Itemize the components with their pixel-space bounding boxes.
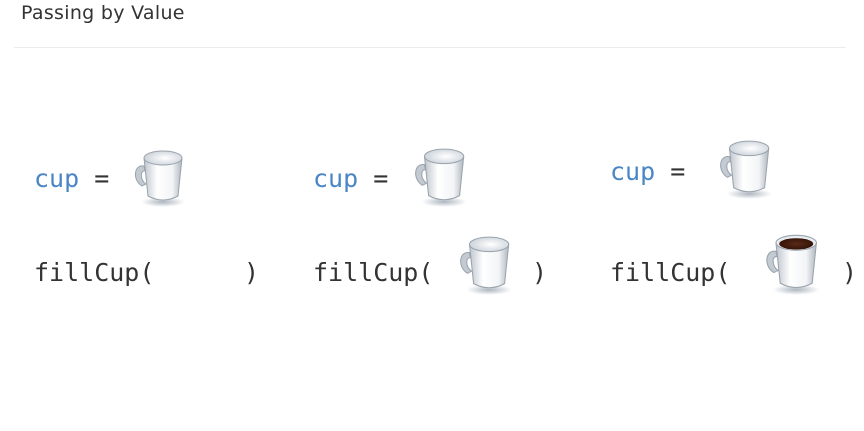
call-line-1: fillCup( [34,258,154,288]
function-name: fillCup( [610,258,731,287]
assign-operator: = [94,164,110,193]
page-title: Passing by Value [21,2,185,24]
variable-name: cup [313,164,359,193]
assignment-line-2: cup = [313,164,388,194]
full-coffee-cup-icon [766,234,820,295]
assignment-line-3: cup = [610,157,685,187]
close-paren-2: ) [532,258,548,287]
assignment-line-1: cup = [34,164,109,194]
empty-cup-icon [135,150,185,207]
close-paren-1: ) [244,258,260,287]
call-line-3: fillCup( [610,258,730,288]
function-name: fillCup( [313,258,434,287]
empty-cup-icon [415,148,467,207]
close-paren-3: ) [842,258,858,287]
variable-name: cup [34,164,80,193]
empty-cup-icon [720,140,772,199]
function-name: fillCup( [34,258,155,287]
call-line-2: fillCup( [313,258,433,288]
assign-operator: = [373,164,389,193]
assign-operator: = [670,157,686,186]
title-divider [14,47,846,48]
empty-cup-icon [460,236,512,295]
variable-name: cup [610,157,656,186]
